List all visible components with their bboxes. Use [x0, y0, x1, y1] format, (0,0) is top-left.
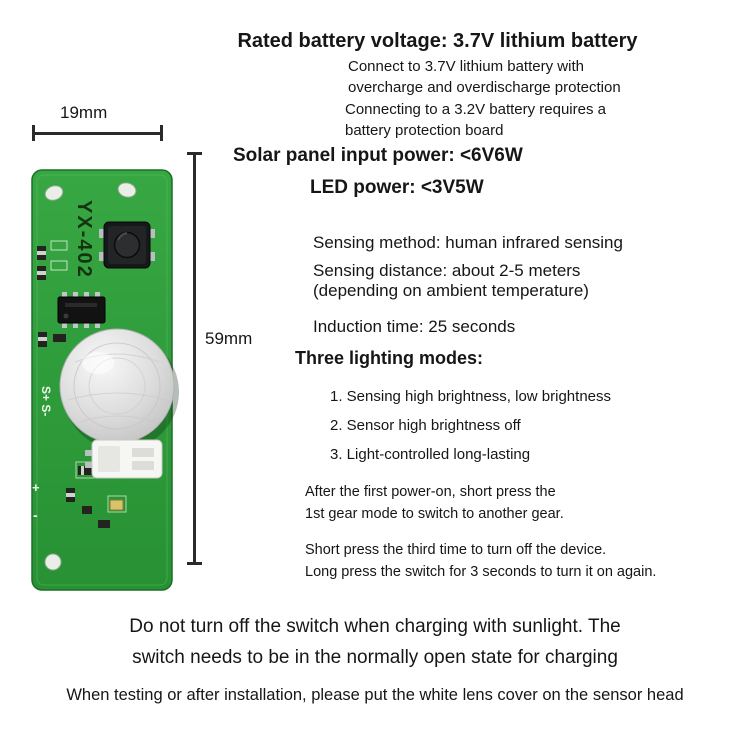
text-line: Sensing distance: about 2-5 meters	[313, 261, 581, 280]
dome-facet-ring	[88, 357, 146, 415]
silkscreen-s-labels: S+ S-	[39, 386, 53, 416]
heading-solar-input-power: Solar panel input power: <6V6W	[233, 145, 523, 166]
text-line: After the first power-on, short press th…	[305, 484, 556, 500]
note-first-power-on: After the first power-on, short press th…	[305, 482, 564, 525]
text-line: Connecting to a 3.2V battery requires a	[345, 101, 606, 118]
text-line: Long press the switch for 3 seconds to t…	[305, 563, 657, 580]
mounting-hole	[44, 185, 64, 201]
wire-connector	[85, 439, 163, 479]
pcb-module-photo: YX-402	[31, 169, 179, 591]
dimension-line-height	[187, 152, 202, 565]
note-battery-protection-board: Connecting to a 3.2V battery requires a …	[345, 99, 606, 141]
dimension-tick	[187, 562, 202, 565]
board-model-label: YX-402	[73, 200, 95, 279]
dome-highlight	[82, 352, 114, 374]
text-line: battery protection board	[345, 122, 504, 139]
dimension-line	[32, 132, 163, 135]
silkscreen-plus-label: +	[32, 480, 40, 495]
dome-facet-line	[79, 415, 155, 423]
text-line: Do not turn off the switch when charging…	[129, 616, 621, 637]
dimension-bracket-width	[32, 125, 163, 141]
mode-item-1: 1. Sensing high brightness, low brightne…	[330, 388, 612, 405]
spec-induction-time: Induction time: 25 seconds	[313, 317, 516, 336]
mode-item-3: 3. Light-controlled long-lasting	[330, 446, 531, 463]
note-battery-connect: Connect to 3.7V lithium battery with ove…	[348, 56, 621, 98]
dome-facet-line	[67, 392, 167, 401]
warning-charging-switch: Do not turn off the switch when charging…	[0, 611, 750, 673]
spec-sensing-method: Sensing method: human infrared sensing	[313, 233, 623, 252]
pir-dome-lens	[59, 328, 175, 444]
dimension-line	[193, 152, 196, 565]
silkscreen-minus-label: -	[33, 507, 38, 523]
text-line: 1st gear mode to switch to another gear.	[305, 505, 564, 522]
text-line: Connect to 3.7V lithium battery with	[348, 58, 584, 75]
dome-facet-ring	[73, 342, 161, 430]
text-line: Short press the third time to turn off t…	[305, 542, 607, 558]
dim-height-label: 59mm	[205, 329, 253, 348]
dim-width-label: 19mm	[60, 103, 108, 122]
note-lens-cover: When testing or after installation, plea…	[66, 686, 684, 704]
heading-lighting-modes: Three lighting modes:	[295, 348, 484, 368]
text-line: (depending on ambient temperature)	[313, 281, 589, 300]
mode-item-2: 2. Sensor high brightness off	[330, 417, 521, 434]
tactile-switch-button	[99, 221, 155, 269]
note-power-off: Short press the third time to turn off t…	[305, 540, 656, 583]
text-line: overcharge and overdischarge protection	[348, 79, 621, 96]
heading-battery-voltage: Rated battery voltage: 3.7V lithium batt…	[237, 30, 638, 52]
text-line: switch needs to be in the normally open …	[132, 647, 618, 668]
spec-sensing-distance: Sensing distance: about 2-5 meters (depe…	[313, 261, 589, 301]
mounting-hole	[44, 553, 62, 571]
heading-led-power: LED power: <3V5W	[310, 177, 484, 198]
dimension-tick	[160, 125, 163, 141]
ic-chip	[57, 292, 106, 328]
mounting-hole	[117, 182, 137, 198]
smd-components	[37, 240, 127, 528]
